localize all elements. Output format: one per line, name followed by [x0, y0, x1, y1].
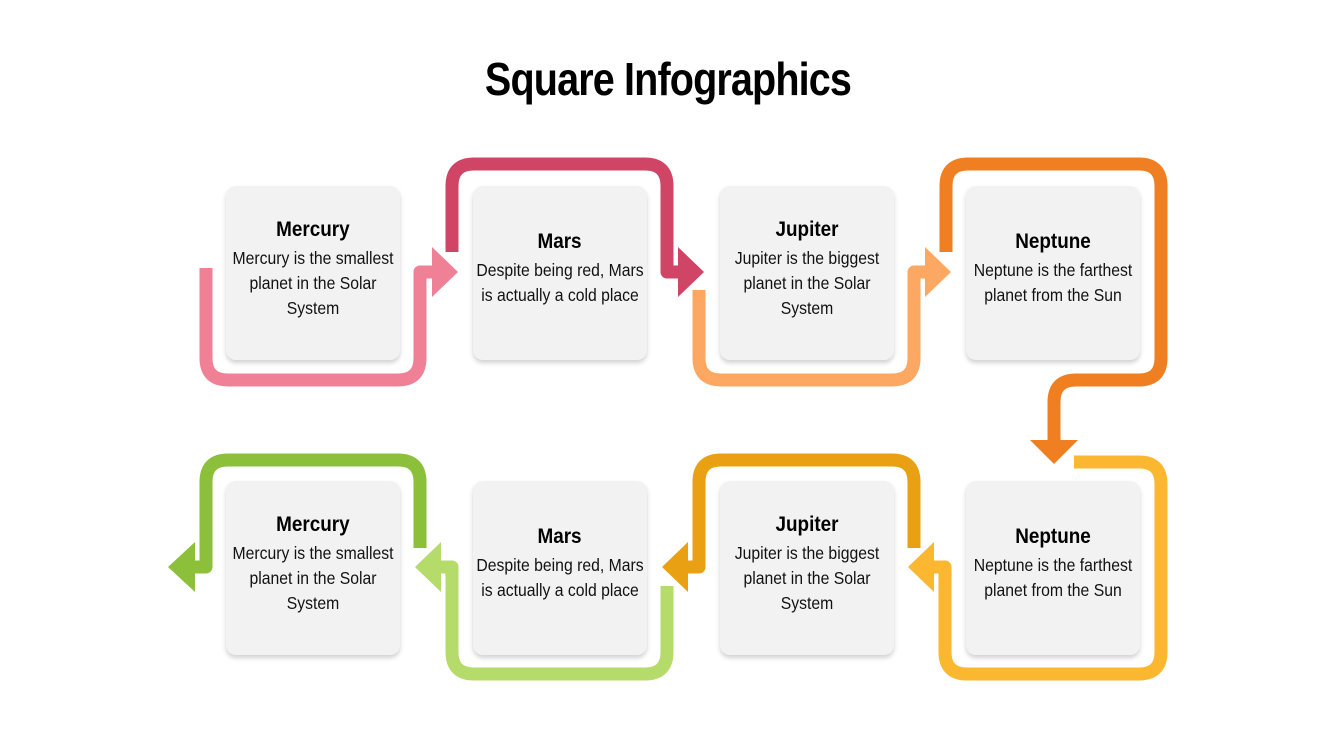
step-card-mercury: Mercury Mercury is the smallest planet i…	[226, 481, 400, 655]
connector-mercury-2	[192, 453, 427, 574]
step-card-neptune: Neptune Neptune is the farthest planet f…	[966, 186, 1140, 360]
card-title: Neptune	[1015, 525, 1091, 548]
connector-jupiter-2	[684, 453, 921, 574]
card-description: Neptune is the farthest planet from the …	[973, 555, 1133, 600]
card-title: Mars	[537, 230, 583, 253]
step-card-mercury: Mercury Mercury is the smallest planet i…	[226, 186, 400, 360]
step-card-neptune: Neptune Neptune is the farthest planet f…	[966, 481, 1140, 655]
card-title: Mercury	[276, 217, 350, 241]
arrow-left-icon	[415, 542, 441, 592]
connector-mars-2	[437, 560, 674, 681]
connector-mercury-1	[199, 265, 436, 387]
connector-neptune-1	[939, 157, 1168, 442]
arrow-right-icon	[925, 247, 951, 297]
arrow-left-icon	[908, 542, 934, 592]
card-description: Jupiter is the biggest planet in the Sol…	[734, 542, 880, 613]
card-title: Jupiter	[775, 512, 839, 536]
arrow-right-icon	[678, 247, 704, 297]
step-card-mars: Mars Despite being red, Mars is actually…	[473, 186, 647, 360]
page-title: Square Infographics	[484, 53, 852, 105]
card-title: Mercury	[276, 512, 350, 536]
connector-jupiter-1	[692, 265, 929, 387]
card-description: Despite being red, Mars is actually a co…	[476, 555, 644, 600]
card-title: Neptune	[1015, 230, 1091, 253]
card-description: Jupiter is the biggest planet in the Sol…	[734, 247, 880, 318]
card-description: Despite being red, Mars is actually a co…	[476, 260, 644, 305]
card-description: Mercury is the smallest planet in the So…	[232, 542, 394, 613]
arrow-left-icon	[168, 542, 195, 592]
connector-mars-1	[445, 157, 682, 279]
connector-neptune-2	[930, 455, 1168, 681]
arrow-down-icon	[1030, 440, 1078, 464]
step-card-jupiter: Jupiter Jupiter is the biggest planet in…	[720, 481, 894, 655]
card-description: Neptune is the farthest planet from the …	[973, 260, 1133, 305]
card-description: Mercury is the smallest planet in the So…	[232, 247, 394, 318]
step-card-jupiter: Jupiter Jupiter is the biggest planet in…	[720, 186, 894, 360]
card-title: Mars	[537, 525, 583, 548]
arrow-left-icon	[662, 542, 688, 592]
arrow-right-icon	[432, 247, 458, 297]
step-card-mars: Mars Despite being red, Mars is actually…	[473, 481, 647, 655]
card-title: Jupiter	[775, 217, 839, 241]
